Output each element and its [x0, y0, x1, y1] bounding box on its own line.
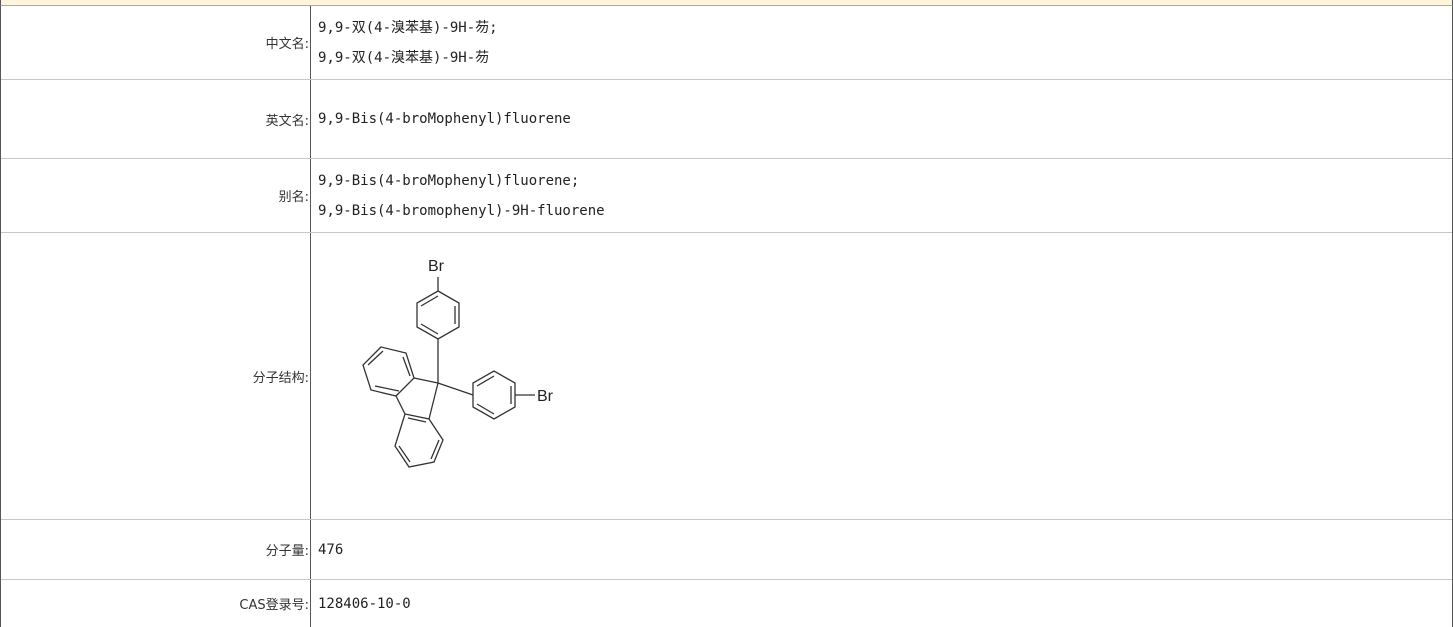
mol-weight-label: 分子量: [1, 520, 311, 579]
cn-name-line-2: 9,9-双(4-溴苯基)-9H-芴 [318, 49, 490, 66]
table-row-cas: CAS登录号: 128406-10-0 [1, 580, 1452, 627]
cn-name-value: 9,9-双(4-溴苯基)-9H-芴; 9,9-双(4-溴苯基)-9H-芴 [311, 6, 1452, 79]
atom-label-br-right: Br [537, 388, 554, 405]
en-name-text: 9,9-Bis(4-broMophenyl)fluorene [318, 111, 571, 127]
table-row-mol-weight: 分子量: 476 [1, 520, 1452, 580]
mol-weight-value: 476 [311, 520, 1452, 579]
en-name-value: 9,9-Bis(4-broMophenyl)fluorene [311, 80, 1452, 158]
cas-value: 128406-10-0 [311, 580, 1452, 627]
cas-label: CAS登录号: [1, 580, 311, 627]
alias-line-2: 9,9-Bis(4-bromophenyl)-9H-fluorene [318, 202, 605, 219]
structure-bonds [362, 277, 535, 468]
molecular-structure-image: Br Br [362, 258, 554, 468]
en-name-label: 英文名: [1, 80, 311, 158]
alias-label: 别名: [1, 159, 311, 232]
atom-label-br-top: Br [428, 258, 445, 275]
compound-info-table: 中文名: 9,9-双(4-溴苯基)-9H-芴; 9,9-双(4-溴苯基)-9H-… [0, 6, 1453, 627]
alias-line-1: 9,9-Bis(4-broMophenyl)fluorene; [318, 172, 580, 189]
alias-value: 9,9-Bis(4-broMophenyl)fluorene; 9,9-Bis(… [311, 159, 1452, 232]
cn-name-label: 中文名: [1, 6, 311, 79]
table-row-structure: 分子结构: [1, 233, 1452, 520]
mol-weight-text: 476 [318, 541, 344, 558]
table-row-cn-name: 中文名: 9,9-双(4-溴苯基)-9H-芴; 9,9-双(4-溴苯基)-9H-… [1, 6, 1452, 80]
structure-label: 分子结构: [1, 233, 311, 519]
table-row-alias: 别名: 9,9-Bis(4-broMophenyl)fluorene; 9,9-… [1, 159, 1452, 233]
cn-name-line-1: 9,9-双(4-溴苯基)-9H-芴; [318, 19, 498, 36]
table-row-en-name: 英文名: 9,9-Bis(4-broMophenyl)fluorene [1, 80, 1452, 159]
cas-text: 128406-10-0 [318, 595, 411, 612]
structure-value: Br Br [311, 233, 1452, 519]
